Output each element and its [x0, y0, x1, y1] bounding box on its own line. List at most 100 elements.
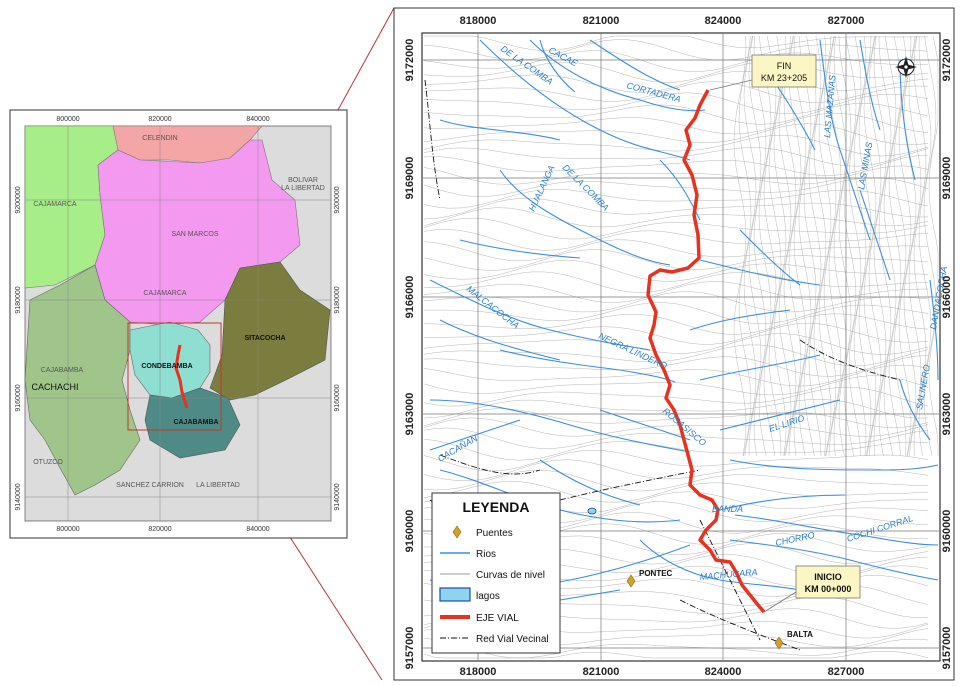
x-tick-bottom-4: 827000 — [828, 666, 865, 678]
x-tick-top-2: 821000 — [583, 15, 620, 27]
x-tick-top-3: 824000 — [705, 15, 742, 27]
end-callout-title: FIN — [777, 61, 792, 71]
road-line — [646, 89, 766, 614]
contour-line — [423, 469, 929, 492]
legend-label-lakes: lagos — [476, 591, 500, 602]
main-map: FIN KM 23+205 INICIO KM 00+000 PONTEC BA… — [393, 7, 955, 681]
contour-line — [423, 207, 929, 228]
y-tick-right-2: 9169000 — [941, 157, 953, 200]
legend-label-local-roads: Red Vial Vecinal — [476, 634, 549, 645]
contour-line — [813, 35, 827, 457]
contour-line — [423, 637, 929, 659]
contour-line — [423, 229, 929, 251]
inset-y-tick-3: 9160000 — [15, 384, 22, 411]
region-label-la-libertad-bottom: LA LIBERTAD — [196, 482, 240, 489]
bridge-balta-icon — [774, 636, 784, 650]
inset-x-tick-top-2: 820000 — [148, 116, 171, 123]
contour-line — [828, 35, 842, 457]
contour-line — [423, 355, 929, 377]
contour-line — [423, 271, 929, 293]
contour-line — [423, 417, 929, 437]
region-label-cajabamba-left: CAJABAMBA — [41, 367, 84, 374]
region-label-sanchez-carrion: SANCHEZ CARRION — [116, 482, 184, 489]
legend-bridge-icon — [452, 525, 462, 539]
inset-road-line — [174, 344, 189, 409]
contour-line — [423, 50, 929, 72]
region-label-condebamba: CONDEBAMBA — [141, 363, 192, 370]
contour-line — [758, 35, 772, 457]
contour-line — [763, 35, 777, 457]
contour-line — [748, 35, 762, 456]
contour-line — [778, 35, 792, 457]
contour-line — [424, 35, 928, 51]
contour-line — [423, 364, 929, 387]
region-cachachi — [24, 264, 141, 496]
contour-line — [863, 35, 877, 457]
contour-line — [423, 427, 929, 449]
contour-line — [768, 35, 782, 457]
contour-line — [823, 35, 837, 457]
contour-line — [843, 35, 857, 457]
inset-x-tick-top-3: 840000 — [246, 116, 269, 123]
contour-line — [423, 81, 929, 103]
contour-line — [923, 35, 937, 457]
contour-line — [873, 35, 887, 457]
y-tick-right-6: 9157000 — [941, 627, 953, 670]
x-tick-bottom-2: 821000 — [583, 666, 620, 678]
region-label-la-libertad-top: LA LIBERTAD — [281, 185, 325, 192]
contour-line — [423, 147, 929, 167]
contour-line — [883, 35, 897, 457]
contour-line — [423, 322, 929, 345]
contour-line — [793, 35, 807, 457]
inset-x-tick-bottom-1: 800000 — [56, 526, 79, 533]
legend-label-contours: Curvas de nivel — [476, 570, 545, 581]
y-tick-6: 9157000 — [404, 627, 416, 670]
start-callout-title: INICIO — [814, 572, 842, 582]
contour-line — [853, 35, 867, 457]
y-tick-5: 9160000 — [404, 510, 416, 553]
contour-line — [423, 135, 929, 157]
inset-x-tick-bottom-2: 820000 — [148, 526, 171, 533]
contour-line — [803, 35, 817, 457]
contour-line — [423, 217, 929, 240]
start-callout: INICIO KM 00+000 — [763, 565, 861, 613]
contour-line — [893, 35, 907, 457]
inset-x-tick-top-1: 800000 — [56, 116, 79, 123]
contour-line — [424, 302, 929, 324]
start-callout-km: KM 00+000 — [805, 584, 852, 594]
contour-line — [423, 333, 929, 355]
contour-line — [423, 375, 929, 396]
contour-line — [423, 154, 929, 176]
contour-line — [423, 112, 929, 135]
contour-line — [818, 35, 832, 457]
contour-line — [928, 35, 939, 456]
bridge-label-pontec: PONTEC — [639, 569, 673, 578]
contour-line — [423, 438, 929, 461]
legend-lake-swatch — [439, 587, 471, 602]
end-callout: FIN KM 23+205 — [709, 54, 817, 91]
legend-title: LEYENDA — [463, 499, 530, 515]
contour-line — [423, 239, 929, 262]
contour-line — [423, 123, 929, 146]
legend-label-bridges: Puentes — [476, 528, 513, 539]
contour-line — [868, 35, 882, 457]
legend: LEYENDA Puentes Rios Curvas de nivel lag… — [431, 492, 561, 654]
contour-line — [423, 92, 929, 115]
inset-study-area-box — [127, 322, 222, 431]
contour-line — [878, 35, 892, 457]
y-tick-right-4: 9163000 — [941, 393, 953, 436]
contour-line — [788, 35, 802, 457]
contour-line — [918, 35, 932, 457]
contour-line — [833, 35, 847, 457]
inset-y-tick-4: 9140000 — [15, 483, 22, 510]
inset-y-tick-1: 9200000 — [15, 186, 22, 213]
contour-line — [423, 103, 929, 125]
x-tick-bottom-1: 818000 — [460, 666, 497, 678]
contour-line — [423, 39, 929, 61]
contour-line — [423, 449, 929, 472]
y-tick-right-3: 9166000 — [941, 276, 953, 319]
inset-y-tick-2: 9180000 — [15, 286, 22, 313]
contour-line — [753, 35, 767, 457]
x-tick-bottom-3: 824000 — [705, 666, 742, 678]
